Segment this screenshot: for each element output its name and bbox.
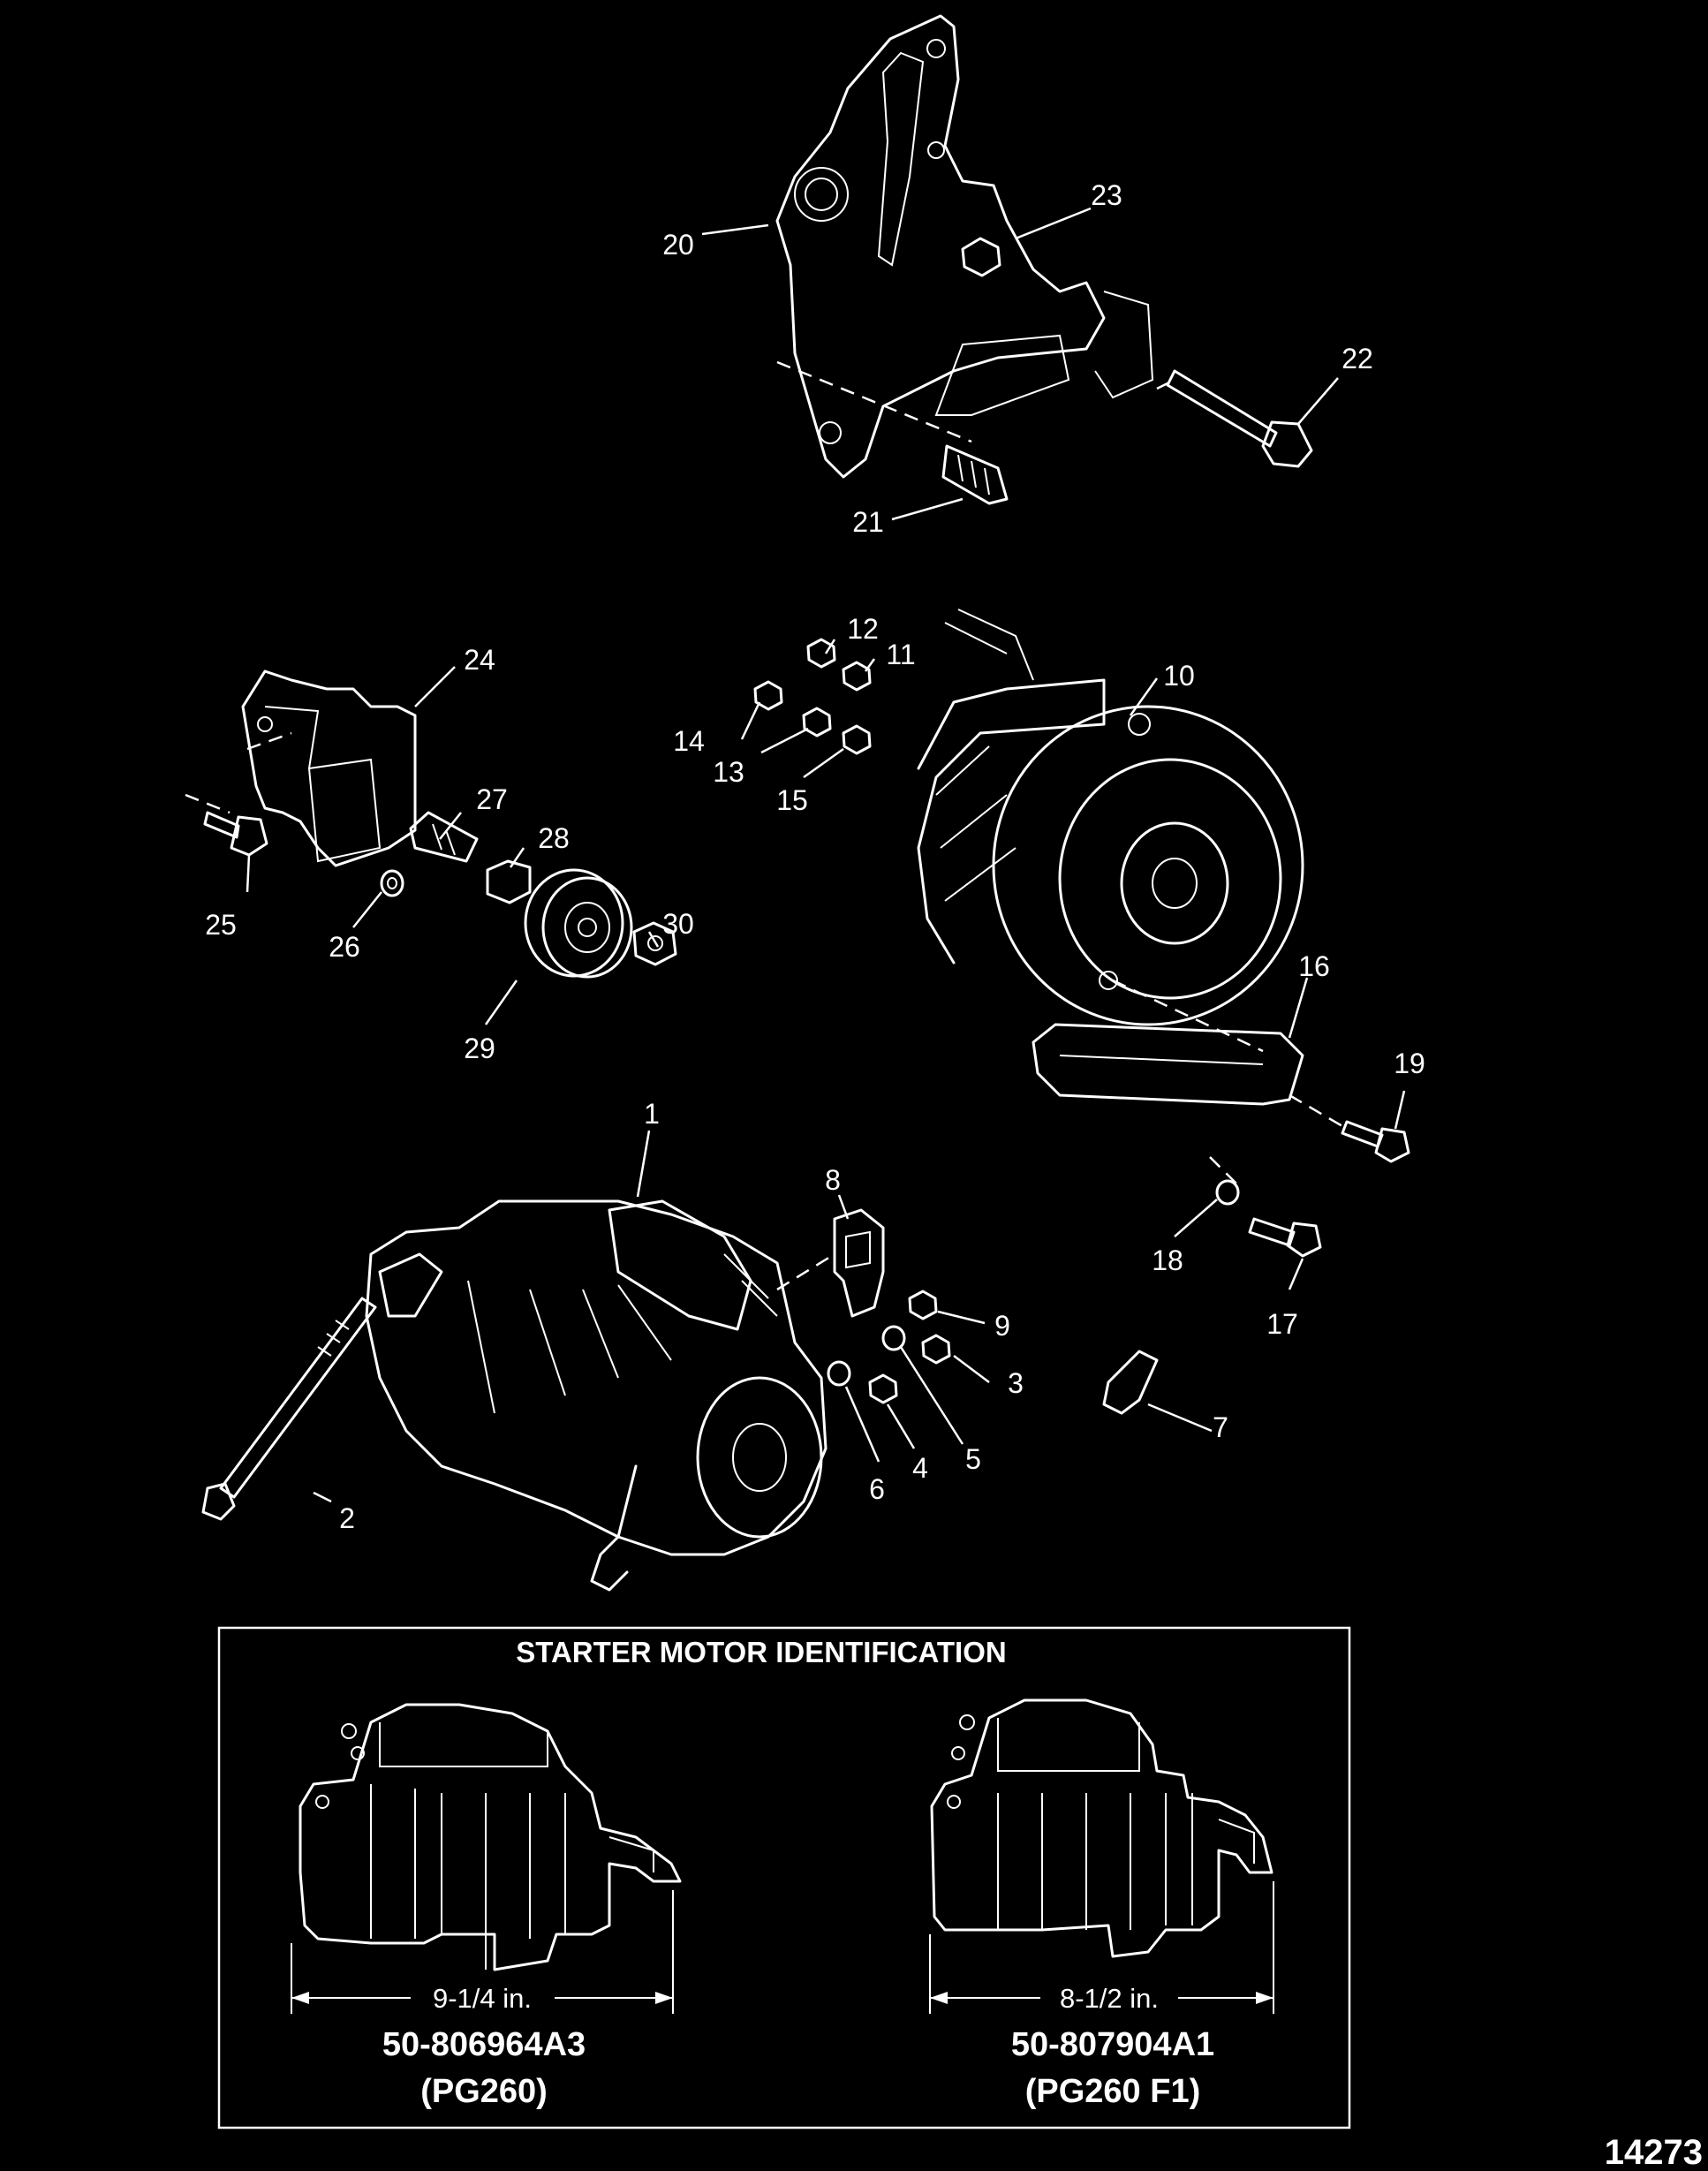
leader-lines [246, 207, 1406, 1503]
length-label-right: 8-1/2 in. [1060, 1983, 1159, 2014]
callout-11: 11 [886, 639, 915, 670]
callout-19: 19 [1394, 1048, 1425, 1079]
callout-6: 6 [869, 1473, 885, 1505]
callout-9: 9 [994, 1310, 1010, 1342]
callout-21: 21 [852, 506, 884, 538]
starter-motor [365, 1199, 828, 1592]
part-number-right: 50-807904A1 [1011, 2026, 1214, 2063]
callout-26: 26 [329, 931, 360, 963]
starter-long-bolt [201, 1297, 377, 1521]
alternator-nuts [753, 638, 872, 755]
lock-washer [1215, 1179, 1240, 1206]
callout-16: 16 [1298, 950, 1330, 982]
idler-bolt [409, 811, 479, 863]
spacer [486, 859, 532, 904]
callout-labels: 1 2 3 4 5 6 7 8 9 10 11 12 13 14 15 16 1… [205, 179, 1425, 1534]
terminal-bracket [833, 1208, 885, 1318]
callout-20: 20 [662, 229, 694, 261]
length-dimension-left: 9-1/4 in. [291, 1890, 674, 2014]
brace-screw [1341, 1120, 1410, 1163]
callout-10: 10 [1163, 660, 1195, 692]
brace-bolt [1248, 1217, 1322, 1258]
callout-18: 18 [1152, 1244, 1183, 1276]
bracket-nut [961, 237, 1001, 277]
callout-4: 4 [912, 1452, 928, 1484]
callout-28: 28 [538, 822, 570, 854]
idler-pulley-bracket [241, 669, 417, 867]
terminal-boot [1102, 1350, 1159, 1415]
callout-2: 2 [339, 1502, 355, 1534]
pulley-nut [632, 921, 677, 966]
model-label-left: (PG260) [420, 2073, 548, 2110]
starter-drawing-right [930, 1698, 1273, 1958]
bracket-screw [203, 811, 268, 857]
callout-17: 17 [1266, 1308, 1298, 1340]
callout-1: 1 [644, 1098, 660, 1130]
callout-14: 14 [673, 725, 705, 757]
length-dimension-right: 8-1/2 in. [929, 1881, 1274, 2014]
length-label-left: 9-1/4 in. [433, 1983, 532, 2014]
starter-identification-box: STARTER MOTOR IDENTIFICATION [217, 1626, 1351, 2129]
callout-3: 3 [1008, 1367, 1024, 1399]
starter-nuts [827, 1290, 951, 1404]
stud [941, 444, 1009, 505]
callout-15: 15 [776, 784, 808, 816]
callout-24: 24 [464, 644, 495, 676]
alternator-mounting-bracket [775, 14, 1154, 479]
alternator-brace [1032, 1023, 1304, 1106]
callout-7: 7 [1213, 1411, 1228, 1443]
callout-25: 25 [205, 909, 237, 941]
callout-13: 13 [713, 756, 744, 788]
callout-27: 27 [476, 783, 508, 815]
alternator [917, 609, 1304, 1026]
figure-number: 14273 [1605, 2133, 1703, 2171]
callout-30: 30 [662, 908, 694, 940]
callout-5: 5 [965, 1443, 981, 1475]
callout-8: 8 [825, 1164, 841, 1196]
model-label-right: (PG260 F1) [1025, 2073, 1201, 2110]
starter-drawing-left [299, 1703, 682, 1971]
bracket-bolt [1166, 369, 1313, 468]
callout-23: 23 [1091, 179, 1122, 211]
callout-12: 12 [847, 613, 879, 645]
idler-pulley [524, 868, 633, 979]
identification-title: STARTER MOTOR IDENTIFICATION [516, 1636, 1006, 1668]
callout-29: 29 [464, 1033, 495, 1064]
part-number-left: 50-806964A3 [382, 2026, 586, 2063]
washer [380, 869, 404, 897]
callout-22: 22 [1341, 343, 1373, 374]
